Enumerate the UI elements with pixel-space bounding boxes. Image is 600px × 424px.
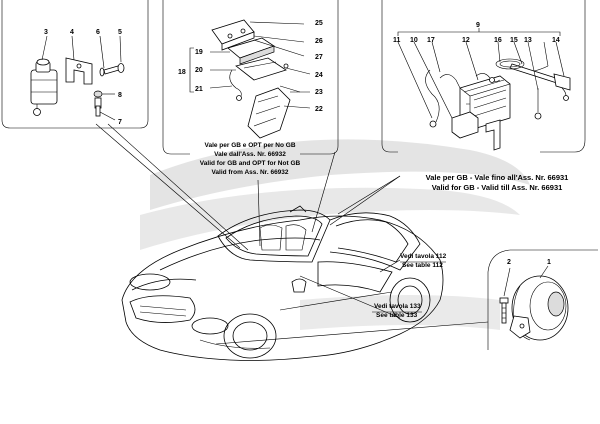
panel-borders bbox=[1, 0, 598, 350]
callout-4: 4 bbox=[70, 29, 74, 36]
note-center-en-2: Valid from Ass. Nr. 66932 bbox=[211, 169, 288, 176]
callout-9: 9 bbox=[476, 22, 480, 29]
callout-15: 15 bbox=[510, 37, 518, 44]
callout-27: 27 bbox=[315, 54, 323, 61]
callout-21: 21 bbox=[195, 86, 203, 93]
callout-18: 18 bbox=[178, 69, 186, 76]
callout-17: 17 bbox=[427, 37, 435, 44]
panel-c-parts bbox=[397, 28, 571, 151]
callout-8: 8 bbox=[118, 92, 122, 99]
callout-7: 7 bbox=[118, 119, 122, 126]
note-center-en-1: Valid for GB and OPT for Not GB bbox=[200, 160, 301, 167]
note-center-it-1: Vale per GB e OPT per No GB bbox=[204, 142, 295, 149]
callout-14: 14 bbox=[552, 37, 560, 44]
callout-22: 22 bbox=[315, 106, 323, 113]
callout-3: 3 bbox=[44, 29, 48, 36]
panel-d-parts bbox=[499, 265, 569, 341]
car-leader-lines bbox=[95, 123, 489, 345]
callout-24: 24 bbox=[315, 72, 323, 79]
note-table112-en: See table 112 bbox=[402, 262, 443, 269]
callout-12: 12 bbox=[462, 37, 470, 44]
car-illustration bbox=[121, 205, 444, 361]
callout-horn-2: 2 bbox=[507, 259, 511, 266]
note-right-it: Vale per GB - Vale fino all'Ass. Nr. 669… bbox=[426, 173, 569, 182]
panel-a-parts bbox=[30, 35, 125, 121]
callout-20: 20 bbox=[195, 67, 203, 74]
callout-horn-1: 1 bbox=[547, 259, 551, 266]
callout-25: 25 bbox=[315, 20, 323, 27]
callout-5: 5 bbox=[118, 29, 122, 36]
panel-b-parts bbox=[189, 19, 311, 139]
note-table112-it: Vedi tavola 112 bbox=[400, 253, 447, 260]
watermark-swoosh bbox=[140, 139, 530, 330]
note-table133-en: See table 133 bbox=[376, 312, 418, 319]
callout-13: 13 bbox=[524, 37, 532, 44]
callout-23: 23 bbox=[315, 89, 323, 96]
callout-16: 16 bbox=[494, 37, 502, 44]
note-right-en: Valid for GB - Valid till Ass. Nr. 66931 bbox=[432, 183, 563, 192]
note-center-it-2: Vale dall'Ass. Nr. 66932 bbox=[214, 151, 286, 158]
callout-6: 6 bbox=[96, 29, 100, 36]
callout-19: 19 bbox=[195, 49, 203, 56]
callout-10: 10 bbox=[410, 37, 418, 44]
callout-26: 26 bbox=[315, 38, 323, 45]
callout-11: 11 bbox=[393, 37, 401, 44]
note-table133-it: Vedi tavola 133 bbox=[374, 303, 421, 310]
